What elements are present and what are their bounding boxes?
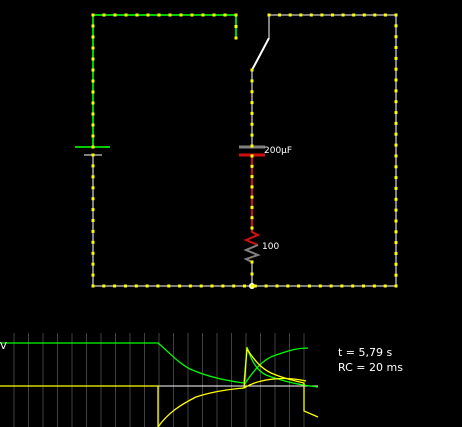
- current-trace-second: [243, 377, 307, 389]
- capacitor-label: 200µF: [264, 146, 293, 156]
- wire-left-branch[interactable]: [92, 14, 237, 147]
- resistor[interactable]: [243, 228, 261, 263]
- capacitor[interactable]: [239, 145, 265, 157]
- scope-grid: [13, 333, 305, 427]
- circuit-canvas[interactable]: [0, 0, 462, 333]
- time-readout: t = 5,79 s: [338, 346, 393, 359]
- resistor-label: 100: [262, 242, 280, 252]
- current-dots: [91, 13, 398, 288]
- wire-gray-branches[interactable]: [92, 14, 397, 287]
- oscilloscope-panel[interactable]: [0, 333, 462, 427]
- switch[interactable]: [251, 25, 270, 71]
- scope-y-unit: V: [0, 341, 7, 352]
- rc-readout: RC = 20 ms: [338, 361, 403, 374]
- voltage-trace-second: [243, 347, 309, 386]
